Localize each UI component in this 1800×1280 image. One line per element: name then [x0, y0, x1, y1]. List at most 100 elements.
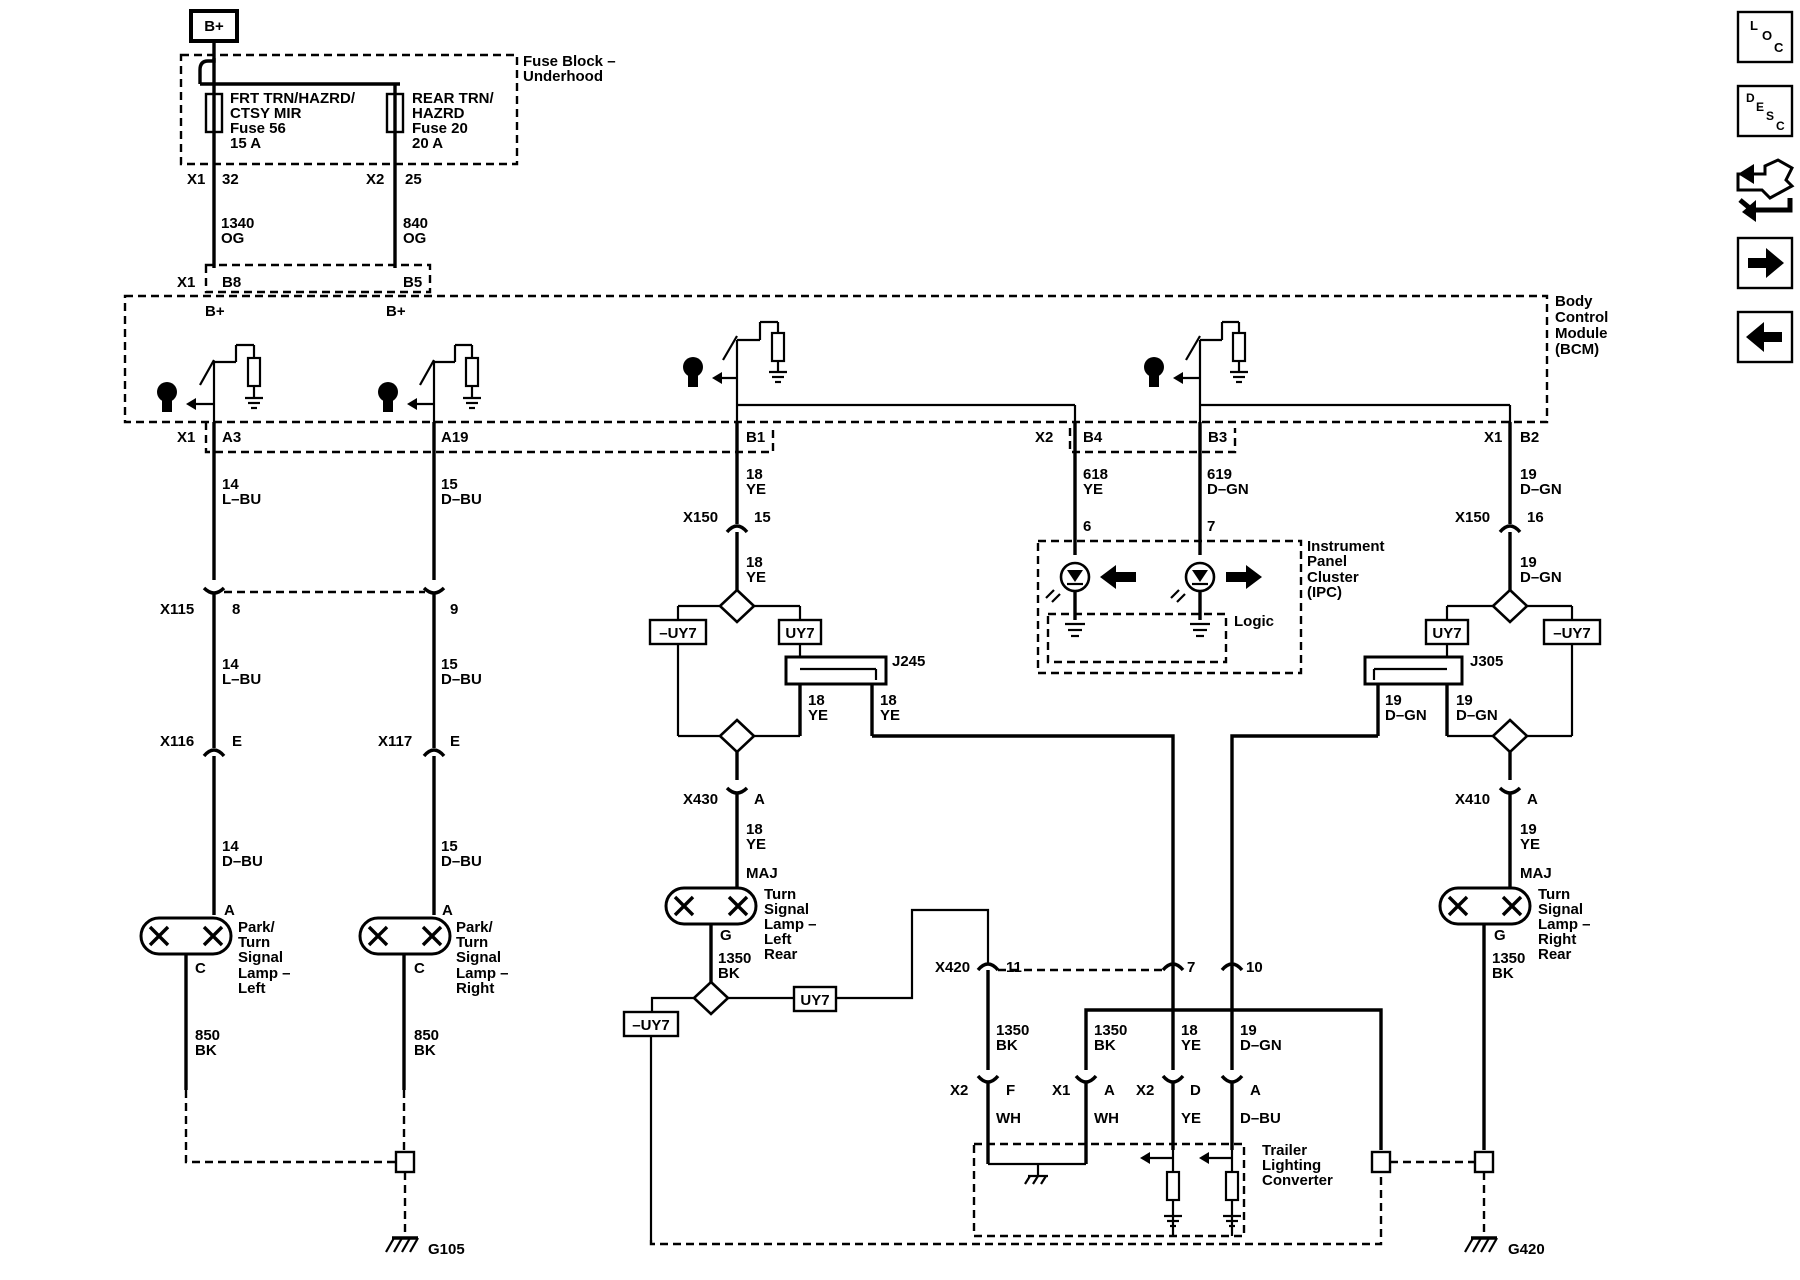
- front-left-circuit: 14 L–BU X115 8 14 L–BU X116 E 14 D–BU A …: [139, 422, 398, 1164]
- rr-w4-color: D–GN: [1456, 707, 1498, 724]
- rr-w3-gauge: 19: [1385, 692, 1402, 709]
- connector-end-view-icon[interactable]: [1736, 158, 1795, 222]
- fl-gnd-color: BK: [195, 1042, 217, 1059]
- wire-1340-color: OG: [221, 230, 244, 247]
- fr-w3-color: D–BU: [441, 853, 482, 870]
- fuse-20: REAR TRN/ HAZRD Fuse 20 20 A: [385, 84, 494, 176]
- next-page-button[interactable]: [1736, 236, 1794, 290]
- fl-lamp-pin-a: A: [224, 902, 235, 919]
- fuse-block-title-1: Fuse Block –: [523, 53, 616, 70]
- bcm-pin-b5: B5: [403, 274, 422, 291]
- connector-x420-label: X420: [935, 959, 970, 976]
- fuse-20-line1: REAR TRN/: [412, 90, 494, 107]
- fl-w3-color: D–BU: [222, 853, 263, 870]
- tr-x2a: X2: [950, 1082, 968, 1099]
- trailer-converter-title-2: Lighting: [1262, 1157, 1321, 1174]
- rr-lamp-label-1: Turn: [1538, 886, 1570, 903]
- connector-x116-label: X116: [160, 733, 194, 750]
- rr-option-neg-uy7: –UY7: [1553, 625, 1591, 642]
- rr-lamp-label-2: Signal: [1538, 901, 1583, 918]
- rr-lamp-label-4: Right: [1538, 931, 1576, 948]
- previous-page-button[interactable]: [1736, 310, 1794, 364]
- fl-lamp-pin-c: C: [195, 960, 206, 977]
- fl-lamp-label-4: Lamp –: [238, 965, 291, 982]
- bcm-title-4: (BCM): [1555, 341, 1599, 358]
- rl-option-neg-uy7: –UY7: [659, 625, 697, 642]
- fuse-20-line3: Fuse 20: [412, 120, 468, 137]
- ipc-title-3: Cluster: [1307, 569, 1359, 586]
- ipc-w-right-color: D–GN: [1207, 481, 1249, 498]
- fl-w2-color: L–BU: [222, 671, 261, 688]
- rr-w2-gauge: 19: [1520, 554, 1537, 571]
- tr-color-f: WH: [996, 1110, 1021, 1127]
- bcm-switch-front-right: [378, 343, 481, 422]
- rl-w2-color: YE: [746, 569, 766, 586]
- fuse-block-underhood: Fuse Block – Underhood FRT TRN/HAZRD/ CT…: [179, 53, 616, 188]
- trailer-converter-title-1: Trailer: [1262, 1142, 1307, 1159]
- fuse-20-line2: HAZRD: [412, 105, 465, 122]
- bcm-pin-b8: B8: [222, 274, 241, 291]
- connector-x117-pin: E: [450, 733, 460, 750]
- splice-j305-label: J305: [1470, 653, 1503, 670]
- bcm-x1-top: X1: [177, 274, 195, 291]
- rl-gnd-gauge: 1350: [718, 950, 751, 967]
- rl-lamp-label-1: Turn: [764, 886, 796, 903]
- rl-w3-color: YE: [808, 707, 828, 724]
- rr-w4-gauge: 19: [1456, 692, 1473, 709]
- fuse-56-line3: Fuse 56: [230, 120, 286, 137]
- fr-w1-color: D–BU: [441, 491, 482, 508]
- wire-840-circuit: 840: [403, 215, 428, 232]
- fr-w2-color: D–BU: [441, 671, 482, 688]
- rr-maj: MAJ: [1520, 865, 1552, 882]
- desc-d: D: [1746, 91, 1755, 105]
- bcm-bplus-2: B+: [386, 303, 406, 320]
- connector-x115-pin-8: 8: [232, 601, 240, 618]
- desc-e: E: [1756, 100, 1764, 114]
- connector-x1-label: X1: [187, 171, 205, 188]
- fl-lamp-label-5: Left: [238, 980, 266, 997]
- connector-x2-label: X2: [366, 171, 384, 188]
- fr-lamp-label-2: Turn: [456, 934, 488, 951]
- description-button[interactable]: D E S C: [1736, 84, 1794, 138]
- desc-s: S: [1766, 109, 1774, 123]
- tr-x1: X1: [1052, 1082, 1070, 1099]
- rl-lower-option-neg-uy7: –UY7: [632, 1017, 670, 1034]
- fl-lamp-label-1: Park/: [238, 919, 276, 936]
- turn-signal-lamp-right-rear: Turn Signal Lamp – Right Rear G: [1438, 886, 1591, 963]
- ipc-title-2: Panel: [1307, 553, 1347, 570]
- connector-x410-pin: A: [1527, 791, 1538, 808]
- bcm-pin-b2: B2: [1520, 429, 1539, 446]
- rl-gnd-color: BK: [718, 965, 740, 982]
- connector-x420-pin-7: 7: [1187, 959, 1195, 976]
- ipc-logic-label: Logic: [1234, 613, 1274, 630]
- bcm-x1-right: X1: [1484, 429, 1502, 446]
- fuse-block-title-2: Underhood: [523, 68, 603, 85]
- instrument-panel-cluster: 618 YE 619 D–GN 6 7 Instrument Panel Clu…: [1036, 422, 1385, 675]
- fuse-20-line4: 20 A: [412, 135, 443, 152]
- bcm-bplus-1: B+: [205, 303, 225, 320]
- rr-w3-color: D–GN: [1385, 707, 1427, 724]
- turn-signal-lamp-left-rear: Turn Signal Lamp – Left Rear G: [664, 886, 817, 963]
- left-arrow-icon: [1746, 322, 1782, 352]
- tr-wb-gauge: 1350: [1094, 1022, 1127, 1039]
- fr-lamp-label-4: Lamp –: [456, 965, 509, 982]
- fr-w3-gauge: 15: [441, 838, 458, 855]
- desc-c: C: [1776, 119, 1785, 133]
- ground-g420: G420: [1464, 1236, 1545, 1258]
- bcm-switch-rear-right: [1144, 320, 1248, 422]
- power-source: B+: [189, 9, 239, 58]
- rl-lamp-label-5: Rear: [764, 946, 798, 963]
- bcm-pin-b4: B4: [1083, 429, 1103, 446]
- connector-x150-right-pin: 16: [1527, 509, 1544, 526]
- connector-x150-right-label: X150: [1455, 509, 1490, 526]
- rl-lamp-pin-g: G: [720, 927, 732, 944]
- connector-x115-label: X115: [160, 601, 194, 618]
- fuse-56-line4: 15 A: [230, 135, 261, 152]
- ipc-title-1: Instrument: [1307, 538, 1385, 555]
- connector-x150-left-pin: 15: [754, 509, 771, 526]
- tr-wa-color: BK: [996, 1037, 1018, 1054]
- rl-w5-gauge: 18: [746, 821, 763, 838]
- location-button[interactable]: L O C: [1736, 10, 1794, 64]
- bcm-x1-bottom: X1: [177, 429, 195, 446]
- connector-x2-pin: 25: [405, 171, 422, 188]
